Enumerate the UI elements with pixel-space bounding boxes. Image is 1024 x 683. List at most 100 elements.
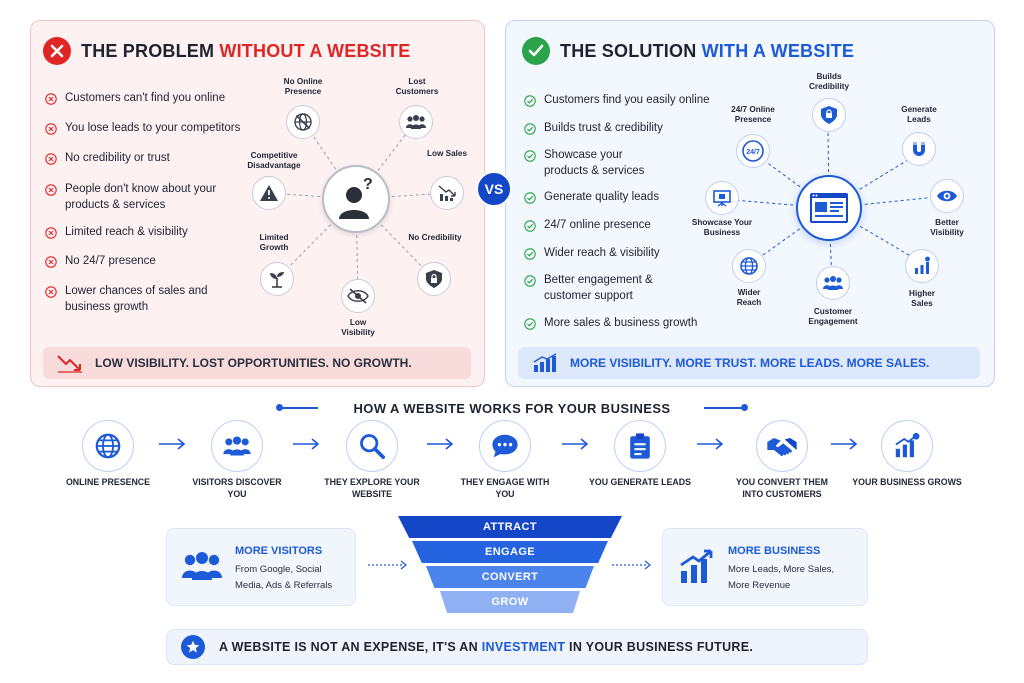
node-label: Lost Customers <box>395 77 439 96</box>
footer-text-accent: INVESTMENT <box>481 640 566 654</box>
card-title: MORE BUSINESS <box>728 545 821 557</box>
arrow-right-icon <box>293 438 320 450</box>
footer-text-before: A WEBSITE IS NOT AN EXPENSE, IT'S AN <box>219 640 482 654</box>
node-label: No Online Presence <box>283 77 323 96</box>
handshake-icon <box>756 420 808 472</box>
problem-title-prefix: THE PROBLEM <box>81 40 220 61</box>
chart-growth-icon <box>680 549 713 583</box>
card-text: More Leads, More Sales, More Revenue <box>728 564 835 591</box>
svg-text:?: ? <box>363 176 373 193</box>
clipboard-icon <box>614 420 666 472</box>
node-label: Generate Leads <box>901 105 937 124</box>
warning-icon <box>252 176 286 210</box>
more-business-card: MORE BUSINESS More Leads, More Sales, Mo… <box>662 528 868 606</box>
x-circle-icon <box>43 37 71 65</box>
x-circle-icon <box>45 93 57 105</box>
x-circle-icon <box>45 227 57 239</box>
check-circle-icon <box>524 275 536 287</box>
list-item: Wider reach & visibility <box>524 246 724 262</box>
step-label: YOU CONVERT THEM INTO CUSTOMERS <box>736 477 828 499</box>
trend-down-icon <box>57 355 82 373</box>
solution-panel: THE SOLUTION WITH A WEBSITE Customers fi… <box>505 20 995 387</box>
funnel-stage-engage: ENGAGE <box>412 541 608 563</box>
problem-title: THE PROBLEM WITHOUT A WEBSITE <box>43 37 410 65</box>
question-person-icon: ? <box>322 165 390 233</box>
solution-title: THE SOLUTION WITH A WEBSITE <box>522 37 854 65</box>
check-circle-icon <box>524 248 536 260</box>
funnel-stage-convert: CONVERT <box>426 566 594 588</box>
footer-text-after: IN YOUR BUSINESS FUTURE. <box>565 640 754 654</box>
node-label: Low Visibility <box>341 318 375 337</box>
x-circle-icon <box>45 256 57 268</box>
chart-up-icon <box>533 353 557 372</box>
presentation-board-icon <box>705 181 739 215</box>
node-label: Low Sales <box>426 149 468 158</box>
check-circle-icon <box>524 95 536 107</box>
globe-icon <box>82 420 134 472</box>
node-label: No Credibility <box>408 233 462 242</box>
check-circle-icon <box>524 220 536 232</box>
arrow-right-icon <box>697 438 724 450</box>
arrow-right-icon <box>831 438 858 450</box>
title-dot-right <box>741 404 748 411</box>
star-icon <box>181 635 205 659</box>
list-item: No 24/7 presence <box>45 254 245 270</box>
people-group-icon <box>182 552 222 580</box>
node-label: Better Visibility <box>930 218 964 237</box>
problem-callout-text: LOW VISIBILITY. LOST OPPORTUNITIES. NO G… <box>95 356 412 370</box>
chat-bubble-icon <box>479 420 531 472</box>
node-label: 24/7 Online Presence <box>731 105 775 124</box>
magnet-icon <box>902 132 936 166</box>
footer-banner: A WEBSITE IS NOT AN EXPENSE, IT'S AN INV… <box>166 629 868 665</box>
clock-247-icon: 24/7 <box>736 134 770 168</box>
list-item: Showcase your products & services <box>524 148 664 179</box>
node-label: Showcase Your Business <box>691 218 753 237</box>
title-line-left <box>280 407 318 409</box>
solution-title-prefix: THE SOLUTION <box>560 40 702 61</box>
step-label: YOU GENERATE LEADS <box>589 477 691 487</box>
check-circle-icon <box>524 123 536 135</box>
globe-blocked-icon <box>286 105 320 139</box>
x-circle-icon <box>45 153 57 165</box>
arrow-right-icon <box>562 438 589 450</box>
check-circle-icon <box>524 150 536 162</box>
x-circle-icon <box>45 184 57 196</box>
more-visitors-card: MORE VISITORS From Google, Social Media,… <box>166 528 356 606</box>
arrow-right-icon <box>427 438 454 450</box>
card-title: MORE VISITORS <box>235 545 323 557</box>
dotted-arrow-icon <box>612 560 651 570</box>
chart-down-icon <box>430 176 464 210</box>
list-item: Better engagement & customer support <box>524 273 654 304</box>
website-browser-icon <box>796 175 862 241</box>
step-label: ONLINE PRESENCE <box>65 477 151 487</box>
list-item: 24/7 online presence <box>524 218 724 234</box>
node-label: Higher Sales <box>909 289 935 308</box>
eye-icon <box>930 179 964 213</box>
funnel-stage-attract: ATTRACT <box>398 516 622 538</box>
solution-callout-text: MORE VISIBILITY. MORE TRUST. MORE LEADS.… <box>570 356 930 370</box>
problem-title-accent: WITHOUT A WEBSITE <box>219 40 411 61</box>
list-item: More sales & business growth <box>524 316 724 332</box>
x-circle-icon <box>45 123 57 135</box>
node-label: Limited Growth <box>259 233 289 252</box>
list-item: People don't know about your products & … <box>45 182 245 213</box>
list-item: Builds trust & credibility <box>524 121 724 137</box>
node-label: Customer Engagement <box>808 307 858 326</box>
node-label: Wider Reach <box>736 288 762 307</box>
list-item: No credibility or trust <box>45 151 245 167</box>
check-circle-icon <box>524 318 536 330</box>
node-label: Builds Credibility <box>808 72 850 91</box>
globe-icon <box>732 249 766 283</box>
list-item: Lower chances of sales and business grow… <box>45 284 245 315</box>
step-label: THEY EXPLORE YOUR WEBSITE <box>324 477 420 499</box>
step-label: VISITORS DISCOVER YOU <box>192 477 282 499</box>
list-item: Generate quality leads <box>524 190 724 206</box>
clock-247-label: 24/7 <box>746 149 760 156</box>
title-line-right <box>704 407 744 409</box>
people-group-icon <box>211 420 263 472</box>
eye-off-icon <box>341 279 375 313</box>
magnifier-icon <box>346 420 398 472</box>
solution-title-accent: WITH A WEBSITE <box>701 40 855 61</box>
problem-callout: LOW VISIBILITY. LOST OPPORTUNITIES. NO G… <box>43 347 471 379</box>
title-dot-left <box>276 404 283 411</box>
